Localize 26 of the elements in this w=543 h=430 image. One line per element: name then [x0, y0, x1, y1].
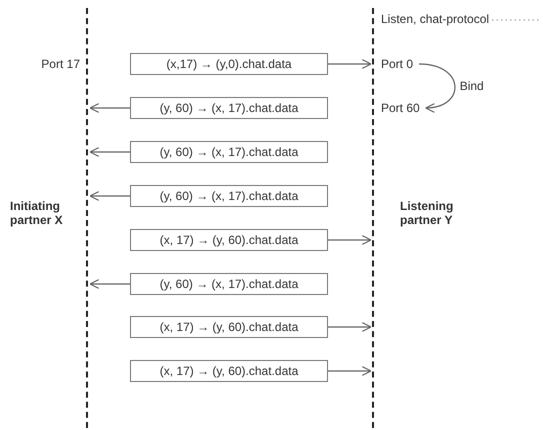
- arrow: [89, 190, 130, 202]
- arrow: [89, 278, 130, 290]
- arrow: [328, 234, 372, 246]
- note-text: Listen, chat-protocol: [381, 12, 490, 26]
- arrow: [328, 322, 372, 332]
- arrow: [328, 58, 372, 70]
- message-box: (y, 60) → (x, 17).chat.data: [130, 141, 328, 163]
- port-label: Port 60: [381, 101, 420, 115]
- arrow: [328, 366, 372, 376]
- lifeline: [86, 8, 89, 428]
- message-box: (x, 17) → (y, 60).chat.data: [130, 360, 328, 382]
- port-label: Port 0: [381, 57, 414, 71]
- message-box: (y, 60) → (x, 17).chat.data: [130, 185, 328, 207]
- message-box: (x, 17) → (y, 60).chat.data: [130, 229, 328, 251]
- message-box: (x, 17) → (y, 60).chat.data: [130, 316, 328, 338]
- message-box: (y, 60) → (x, 17).chat.data: [130, 97, 328, 119]
- arrow: [418, 63, 456, 112]
- port-label: Port 17: [41, 57, 80, 71]
- edge-label: Bind: [460, 79, 484, 93]
- lifeline: [372, 8, 375, 428]
- arrow: [89, 102, 130, 114]
- message-box: (y, 60) → (x, 17).chat.data: [130, 273, 328, 295]
- message-box: (x,17) → (y,0).chat.data: [130, 53, 328, 75]
- participant-label: Initiating partner X: [10, 199, 64, 227]
- participant-label: Listening partner Y: [400, 199, 454, 227]
- arrow: [89, 146, 130, 158]
